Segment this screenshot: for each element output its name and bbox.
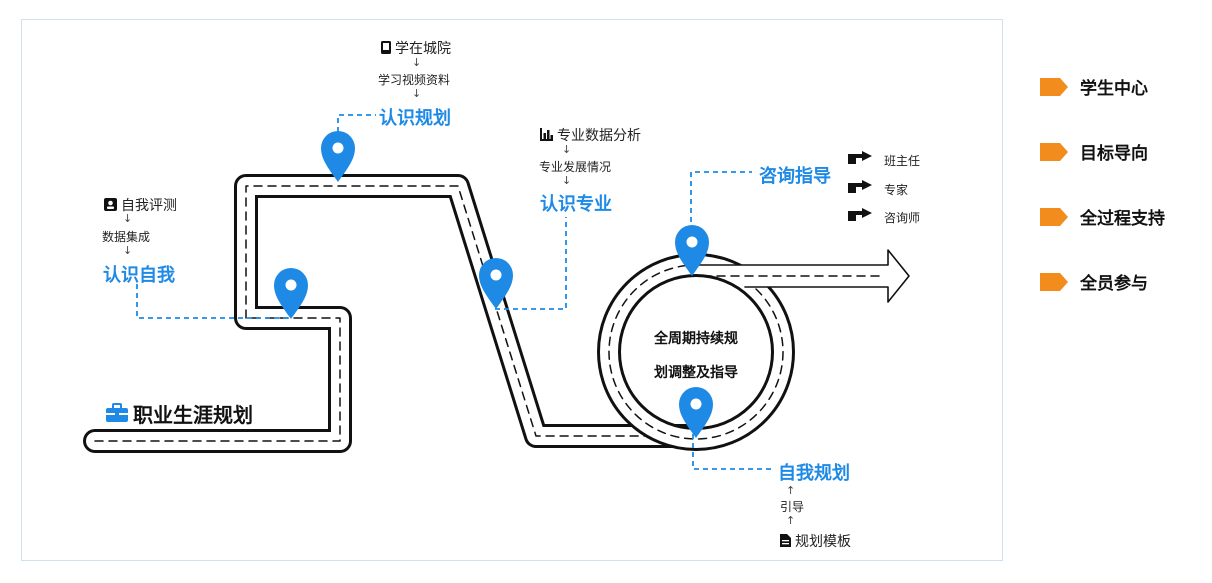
location-pin-icon [274,268,308,319]
step-plan-mid: 引导 [780,500,805,514]
location-pins [274,131,713,438]
flag-icon [1040,142,1068,161]
arrow-down: ↓ [123,244,133,257]
arrow-down: ↓ [562,174,572,187]
principle-label: 全过程支持 [1080,209,1165,229]
page-title: 职业生涯规划 [105,399,253,428]
connector-consult [690,171,752,240]
step-plan-bottom-label: 规划模板 [795,534,851,550]
step-major-goal: 认识专业 [540,194,612,215]
arrow-down: ↓ [412,56,422,69]
principles-list: 学生中心 目标导向 全过程支持 全员参与 [1040,54,1165,314]
flag-icon [1040,272,1068,291]
principle-label: 学生中心 [1080,79,1148,99]
ring-center-text: 全周期持续规 划调整及指导 [626,322,766,390]
step-major-top: 专业数据分析 [540,125,641,145]
principle-label: 全员参与 [1080,274,1148,294]
ring-text-line-2: 划调整及指导 [654,365,738,381]
step-plan-bottom: 规划模板 [780,531,851,551]
principle-item: 全员参与 [1040,249,1165,314]
arrow-up: ↑ [786,514,796,527]
pointing-hand-icon [848,180,872,193]
arrow-down: ↓ [123,212,133,225]
road-center-dash [94,185,695,442]
step-major-mid: 专业发展情况 [539,160,612,174]
arrow-up: ↑ [786,484,796,497]
consult-person-label: 咨询师 [884,211,921,225]
step-self-goal: 认识自我 [103,265,175,286]
step-school-goal: 认识规划 [379,108,451,129]
ring-text-line-1: 全周期持续规 [654,331,738,347]
step-major-top-label: 专业数据分析 [557,128,641,144]
principle-item: 目标导向 [1040,119,1165,184]
step-school-top: 学在城院 [381,38,451,58]
flag-icon [1040,77,1068,96]
step-self-top: 自我评测 [104,195,177,215]
diagram-frame [21,19,1003,561]
principle-item: 学生中心 [1040,54,1165,119]
id-card-icon [104,198,117,211]
step-self-mid: 数据集成 [102,230,151,244]
step-plan-goal: 自我规划 [778,463,850,484]
pointing-hand-icon [848,151,872,164]
connector-self [136,284,292,319]
document-icon [780,534,791,547]
consult-person-2: 专家 [848,179,908,198]
consult-person-3: 咨询师 [848,207,920,226]
step-self-top-label: 自我评测 [121,198,177,214]
location-pin-icon [321,131,355,182]
consult-person-1: 班主任 [848,150,920,169]
location-pin-icon [479,258,513,309]
step-school-mid: 学习视频资料 [378,73,451,87]
phone-icon [381,41,391,54]
step-school-top-label: 学在城院 [395,41,451,57]
location-pin-icon [675,225,709,276]
consult-person-label: 专家 [884,183,909,197]
bar-chart-icon [540,128,553,141]
arrow-down: ↓ [562,143,572,156]
flag-icon [1040,207,1068,226]
principle-item: 全过程支持 [1040,184,1165,249]
step-consult-goal: 咨询指导 [759,166,831,187]
consult-person-label: 班主任 [884,154,921,168]
arrow-down: ↓ [412,87,422,100]
connector-plan [692,434,773,470]
principle-label: 目标导向 [1080,144,1148,164]
location-pin-icon [679,387,713,438]
briefcase-icon [106,403,128,422]
pointing-hand-icon [848,208,872,221]
title-text: 职业生涯规划 [133,403,253,427]
